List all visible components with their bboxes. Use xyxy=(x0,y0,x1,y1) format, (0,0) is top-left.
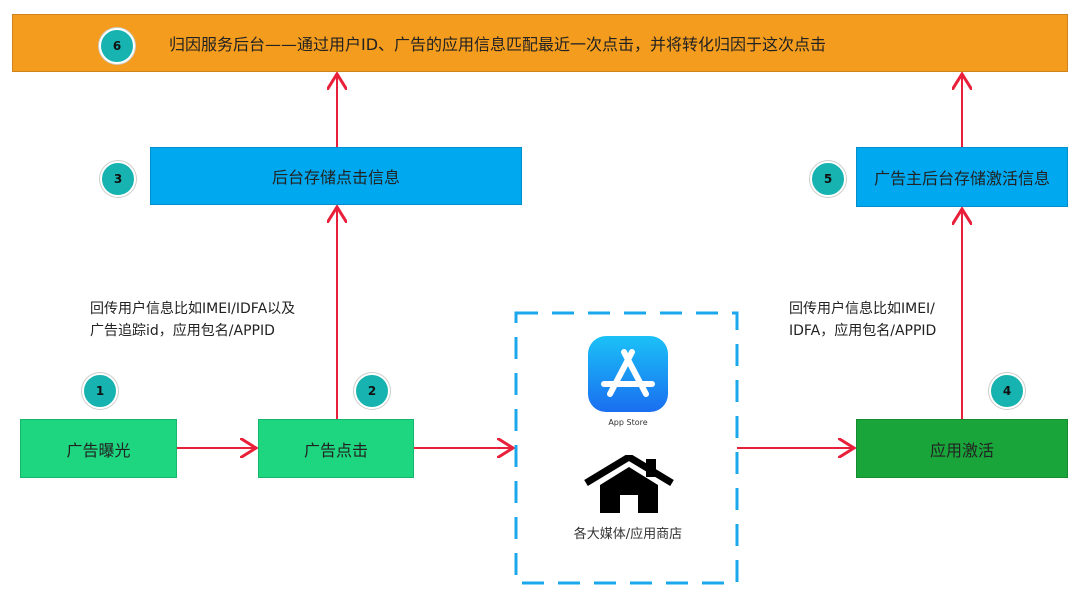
ad-exposure-label: 广告曝光 xyxy=(66,440,131,460)
app-activation-label: 应用激活 xyxy=(929,440,994,460)
app-store-icon xyxy=(588,336,668,412)
activation-storage-label: 广告主后台存储激活信息 xyxy=(873,169,1050,188)
house-icon xyxy=(584,455,674,513)
attribution-banner: 归因服务后台——通过用户ID、广告的应用信息匹配最近一次点击，并将转化归因于这次… xyxy=(12,14,1068,72)
activation-storage-box: 广告主后台存储激活信息 xyxy=(856,147,1068,207)
app-activation-box: 应用激活 xyxy=(856,419,1068,478)
ad-click-box: 广告点击 xyxy=(258,419,414,478)
click-storage-box: 后台存储点击信息 xyxy=(150,147,522,205)
ad-click-label: 广告点击 xyxy=(303,440,368,460)
note-left-line2: 广告追踪id，应用包名/APPID xyxy=(90,323,275,339)
note-left: 回传用户信息比如IMEI/IDFA以及 广告追踪id，应用包名/APPID xyxy=(90,298,295,342)
step-badge-5: 5 xyxy=(810,161,846,197)
note-right: 回传用户信息比如IMEI/ IDFA，应用包名/APPID xyxy=(789,298,936,342)
note-right-line2: IDFA，应用包名/APPID xyxy=(789,323,937,339)
store-dashed-frame xyxy=(514,311,739,585)
step-badge-1: 1 xyxy=(82,373,118,409)
note-right-line1: 回传用户信息比如IMEI/ xyxy=(789,301,935,317)
media-store-label: 各大媒体/应用商店 xyxy=(573,527,683,542)
note-left-line1: 回传用户信息比如IMEI/IDFA以及 xyxy=(90,301,296,317)
app-store-label: App Store xyxy=(608,418,648,427)
ad-exposure-box: 广告曝光 xyxy=(20,419,177,478)
step-badge-3: 3 xyxy=(100,161,136,197)
click-storage-label: 后台存储点击信息 xyxy=(271,168,400,187)
banner-text: 归因服务后台——通过用户ID、广告的应用信息匹配最近一次点击，并将转化归因于这次… xyxy=(169,35,827,54)
step-badge-2: 2 xyxy=(354,373,390,409)
step-badge-6: 6 xyxy=(99,28,135,64)
step-badge-4: 4 xyxy=(989,373,1025,409)
